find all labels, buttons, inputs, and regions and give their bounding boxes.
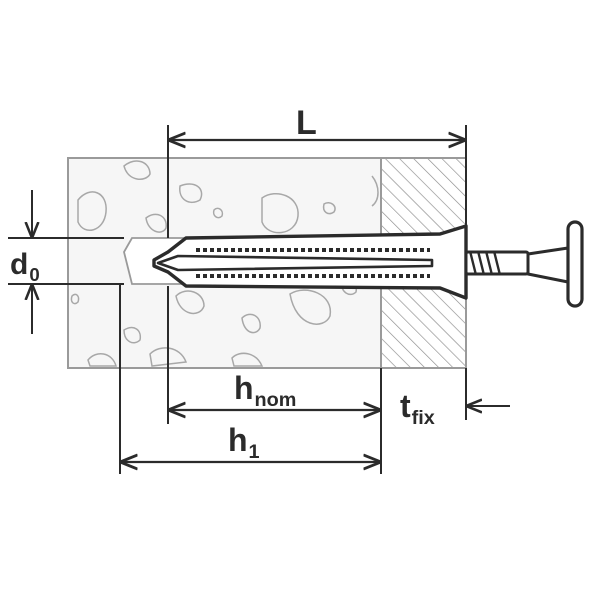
aggregate-stone bbox=[371, 175, 379, 207]
aggregate-stone bbox=[77, 191, 107, 232]
dimension-tfix bbox=[465, 368, 510, 420]
label-tfix: tfix bbox=[400, 388, 435, 429]
dimension-L bbox=[167, 125, 467, 238]
aggregate-stone bbox=[145, 213, 167, 233]
aggregate-stone bbox=[322, 201, 336, 215]
dimension-hnom bbox=[167, 286, 382, 474]
dimension-h1 bbox=[119, 284, 381, 474]
label-h1: h1 bbox=[228, 422, 260, 463]
aggregate-stone bbox=[149, 347, 188, 367]
label-hnom: hnom bbox=[234, 370, 297, 411]
aggregate-stone bbox=[241, 313, 261, 334]
label-d0: d0 bbox=[10, 248, 40, 285]
aggregate-stone bbox=[261, 193, 299, 234]
aggregate-stone bbox=[175, 290, 205, 315]
aggregate-stone bbox=[231, 352, 264, 367]
aggregate-stone bbox=[289, 289, 331, 325]
aggregate-stone bbox=[70, 293, 80, 305]
aggregate-stone bbox=[212, 207, 224, 219]
aggregate-stone bbox=[123, 326, 142, 344]
aggregate-stone bbox=[123, 160, 151, 180]
aggregate-stone bbox=[179, 183, 203, 204]
dimension-d0 bbox=[8, 190, 124, 334]
aggregate-stone bbox=[87, 353, 117, 367]
label-L: L bbox=[296, 104, 317, 142]
nail-anchor-icon bbox=[152, 220, 584, 308]
